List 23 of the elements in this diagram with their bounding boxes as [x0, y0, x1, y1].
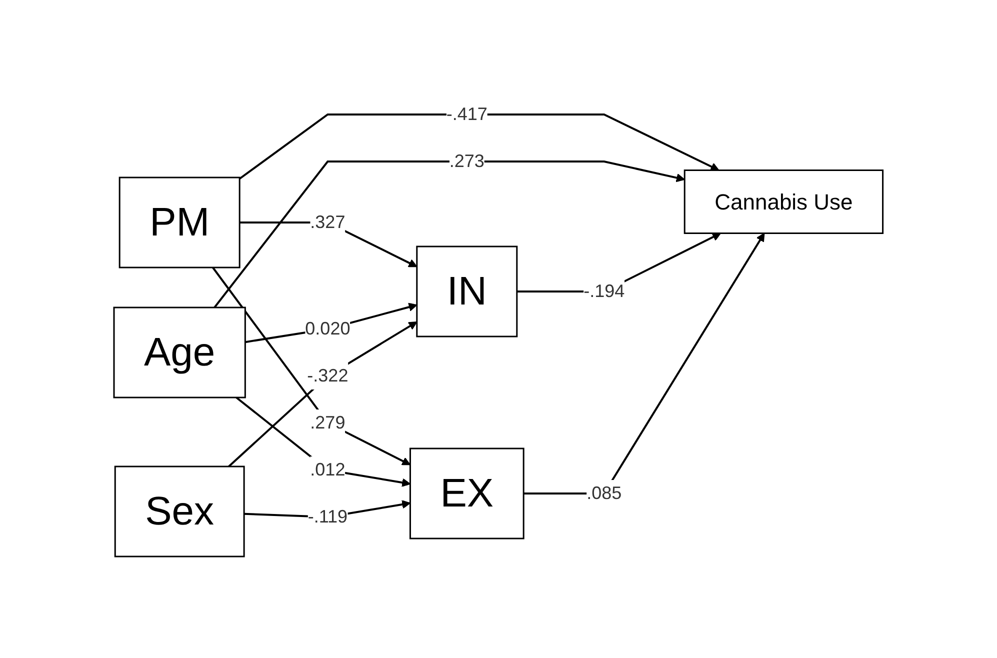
arrow [212, 267, 411, 466]
arrow [236, 396, 411, 488]
edge-label: 0.020 [305, 318, 350, 339]
edge-label: -.417 [446, 104, 488, 124]
edge-label: -.322 [307, 366, 348, 386]
edge-label: .012 [310, 460, 346, 480]
arrow [245, 303, 418, 344]
node-box: PM [118, 177, 240, 268]
edge-label: .273 [449, 151, 485, 172]
node-box: Cannabis Use [684, 170, 884, 234]
edge-label: .279 [310, 412, 346, 433]
edge-label: -.119 [308, 506, 348, 527]
node-box: EX [410, 448, 524, 540]
edge-label: -.194 [584, 281, 625, 302]
edge-label: .085 [586, 483, 622, 504]
arrow [524, 233, 765, 495]
arrow [239, 114, 720, 180]
arrow [228, 322, 418, 468]
node-box: Sex [114, 466, 245, 558]
edge-label: .327 [310, 212, 346, 232]
node-box: Age [113, 307, 246, 398]
arrow [214, 160, 686, 308]
node-box: IN [416, 246, 518, 338]
